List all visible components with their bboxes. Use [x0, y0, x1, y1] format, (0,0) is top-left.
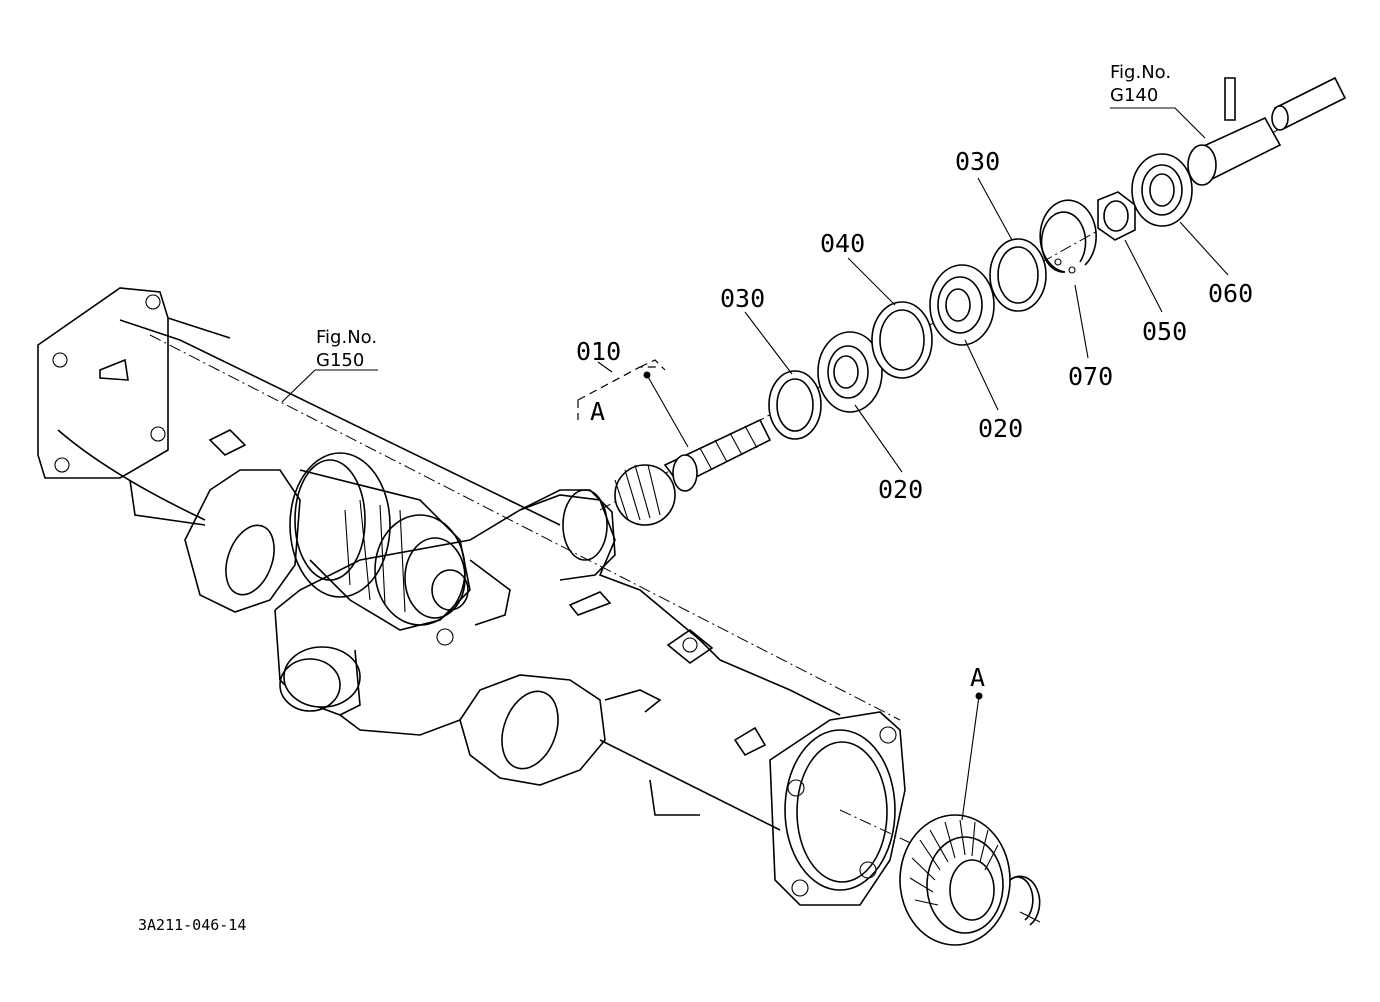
- document-id: 3A211-046-14: [138, 916, 246, 934]
- nut-050: [1097, 191, 1136, 241]
- part-label-050: 050: [1142, 317, 1187, 346]
- axle-housing: [37, 287, 906, 906]
- bearing-020a: [817, 331, 883, 413]
- part-label-070: 070: [1068, 362, 1113, 391]
- fig-ref-g150-line2: G150: [316, 350, 364, 371]
- spacer-ring-030a: [768, 370, 822, 440]
- bevel-gear: [899, 814, 1041, 946]
- bearing-020b: [929, 264, 995, 346]
- spacer-ring-030b: [989, 238, 1047, 312]
- part-label-040: 040: [820, 229, 865, 258]
- oil-seal-060: [1131, 153, 1193, 227]
- part-label-030a: 030: [720, 284, 765, 313]
- fig-ref-g150-line1: Fig.No.: [316, 327, 377, 348]
- labels: Fig.No. G150 Fig.No. G140 010 A 030 040 …: [138, 62, 1253, 934]
- spacer-ring-040: [871, 301, 933, 379]
- fig-ref-g140-line1: Fig.No.: [1110, 62, 1171, 83]
- fig-ref-g140-line2: G140: [1110, 85, 1158, 106]
- coupling-g140: [1187, 76, 1347, 186]
- leader-lines: [281, 107, 1229, 923]
- view-mark-a-bottom: A: [970, 663, 985, 692]
- part-label-060: 060: [1208, 279, 1253, 308]
- part-label-020a: 020: [878, 475, 923, 504]
- part-label-010: 010: [576, 337, 621, 366]
- view-mark-a-top: A: [590, 397, 605, 426]
- part-label-030b: 030: [955, 147, 1000, 176]
- part-label-020b: 020: [978, 414, 1023, 443]
- pinion-shaft: [614, 418, 772, 526]
- snap-ring-070: [1039, 199, 1097, 274]
